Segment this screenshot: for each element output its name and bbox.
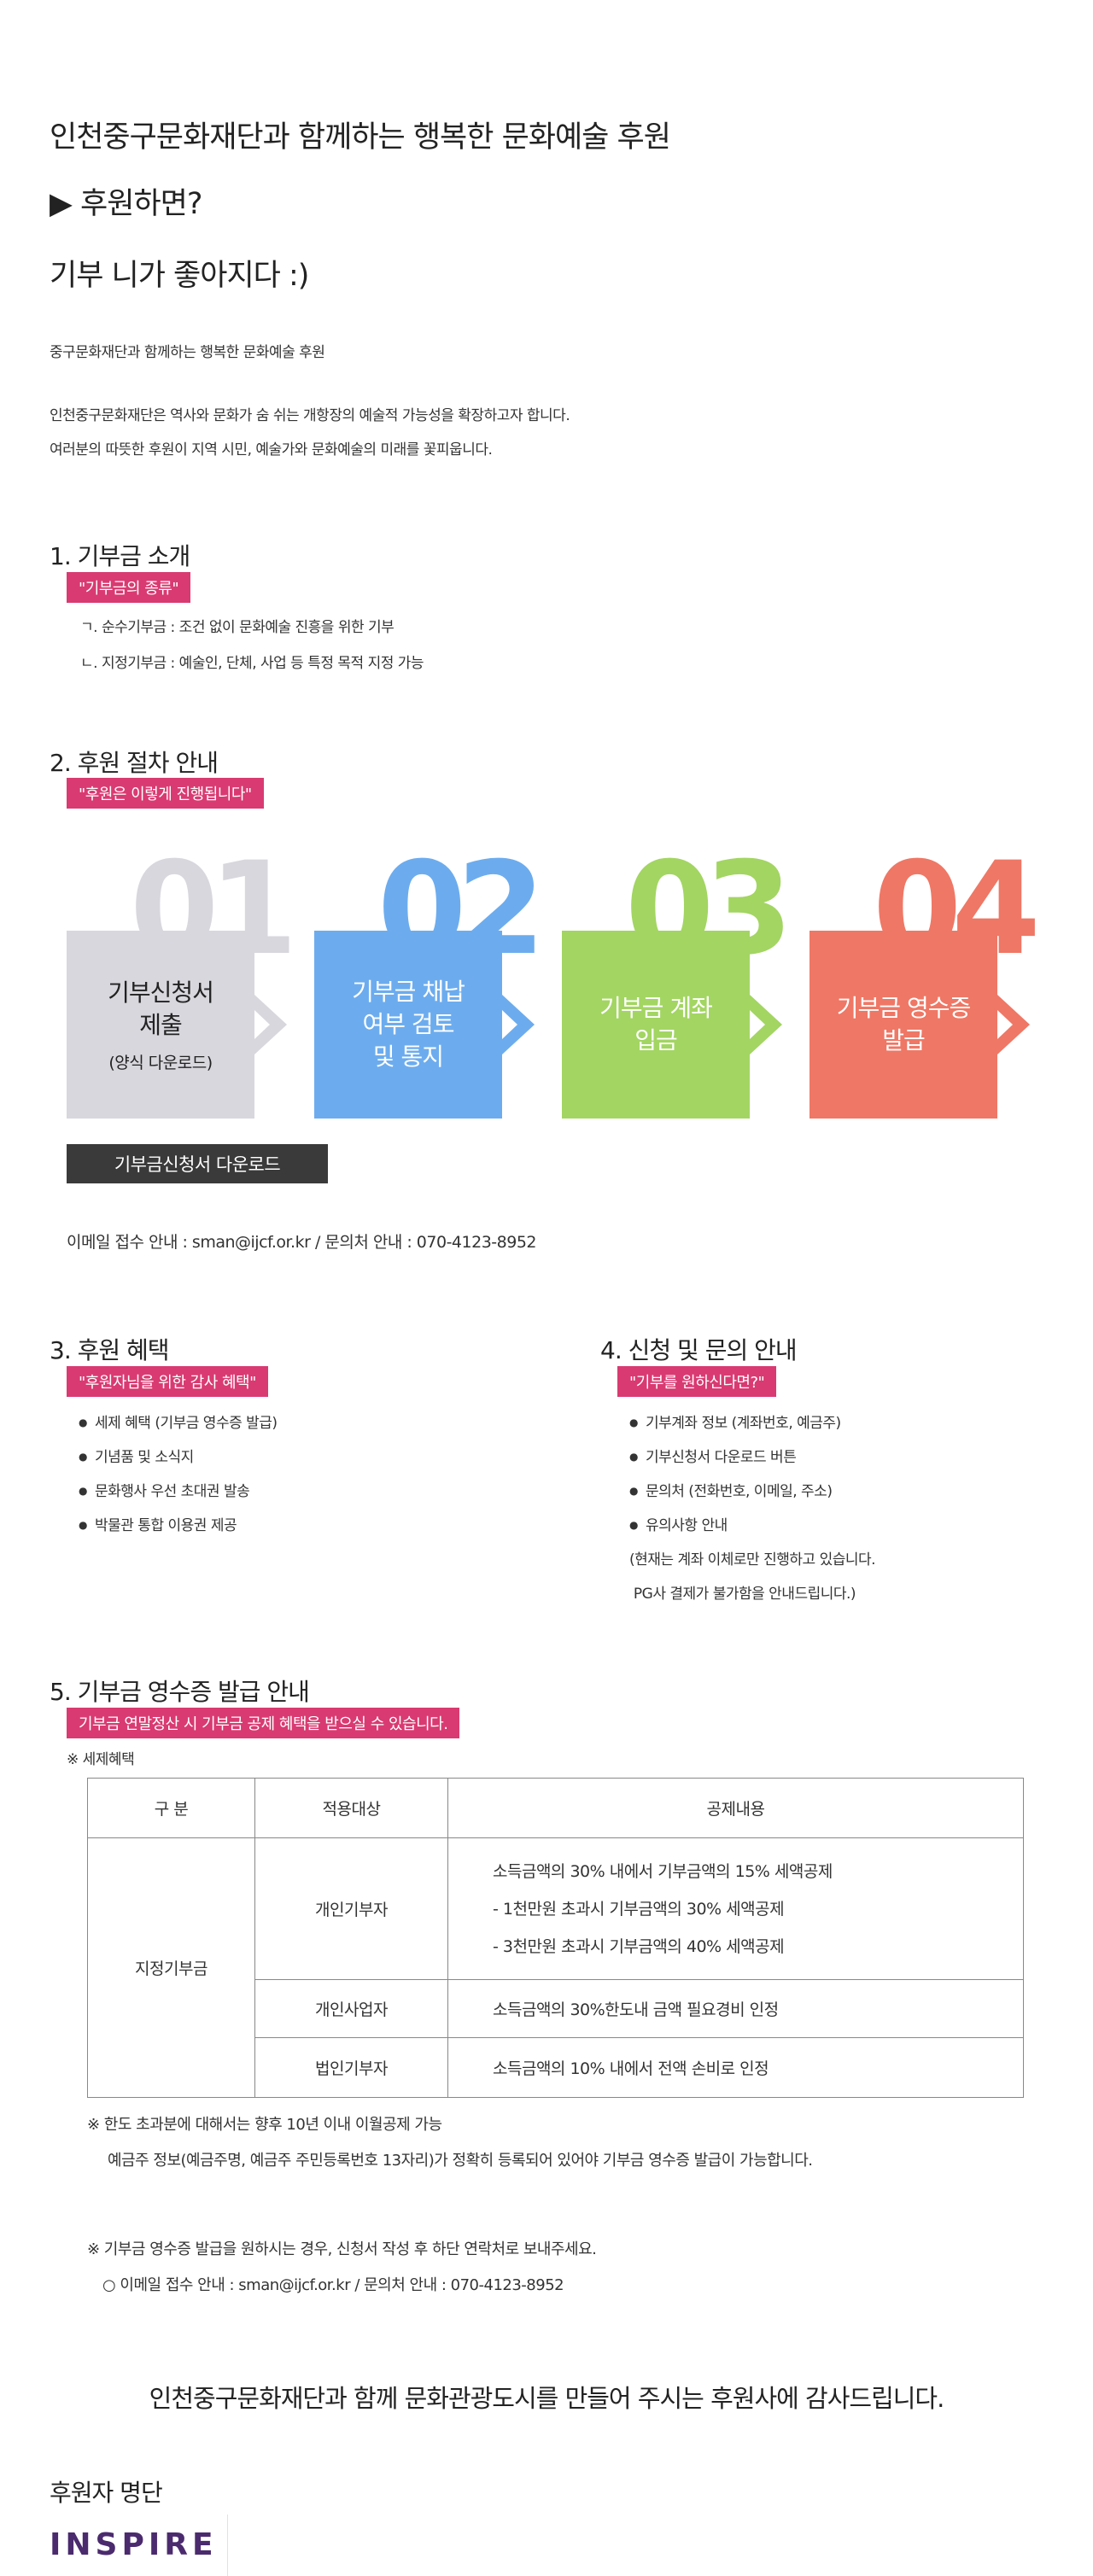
table-target-cell: 개인기부자	[254, 1837, 448, 1980]
receipt-foot-note: ※ 한도 초과분에 대해서는 향후 10년 이내 이월공제 가능	[87, 2116, 442, 2134]
intro-desc-1: 인천중구문화재단은 역사와 문화가 숨 쉬는 개항장의 예술적 가능성을 확장하…	[50, 407, 570, 424]
intro-sub: 중구문화재단과 함께하는 행복한 문화예술 후원	[50, 344, 325, 361]
table-row: 법인기부자 소득금액의 10% 내에서 전액 손비로 인정	[88, 2037, 1024, 2098]
table-row: 지정기부금 개인기부자 소득금액의 30% 내에서 기부금액의 15% 세액공제…	[87, 1837, 1024, 2098]
section-5-tag: 기부금 연말정산 시 기부금 공제 혜택을 받으실 수 있습니다.	[67, 1708, 460, 1738]
section-4-item: 문의처 (전화번호, 이메일, 주소)	[629, 1479, 833, 1500]
section-4-note: (현재는 계좌 이체로만 진행하고 있습니다.	[629, 1551, 876, 1568]
step-box: 기부금 계좌 입금	[562, 931, 750, 1119]
step-title: 기부금 채납 여부 검토 및 통지	[352, 978, 465, 1071]
step-arrow-inner	[502, 1010, 517, 1039]
section-4-item: 기부신청서 다운로드 버튼	[629, 1445, 797, 1466]
section-1-tag: "기부금의 종류"	[67, 572, 191, 603]
tax-benefit-note: ※ 세제혜택	[67, 1751, 135, 1768]
receipt-foot-note: ※ 기부금 영수증 발급을 원하시는 경우, 신청서 작성 후 하단 연락처로 …	[87, 2240, 597, 2258]
table-content-line: - 3천만원 초과시 기부금액의 40% 세액공제	[493, 1936, 785, 1956]
section-4-item: 유의사항 안내	[629, 1513, 728, 1534]
step-sub: (양식 다운로드)	[108, 1053, 213, 1072]
table-group-cell: 지정기부금	[87, 1837, 255, 2098]
section-3-item: 기념품 및 소식지	[79, 1445, 194, 1466]
receipt-foot-note: 예금주 정보(예금주명, 예금주 주민등록번호 13자리)가 정확히 등록되어 …	[108, 2152, 813, 2170]
step-arrow-inner	[750, 1010, 765, 1039]
step-arrow-inner	[254, 1010, 270, 1039]
table-header-cell: 공제내용	[447, 1778, 1024, 1838]
intro-subheading: ▶ 후원하면?	[50, 187, 202, 221]
table-header-cell: 구 분	[87, 1778, 255, 1838]
section-5-title: 5. 기부금 영수증 발급 안내	[50, 1678, 310, 1706]
section-1-item: ㄱ. 순수기부금 : 조건 없이 문화예술 진흥을 위한 기부	[80, 619, 395, 636]
step-title: 기부신청서 제출	[108, 978, 214, 1039]
tax-benefit-table: 구 분 적용대상 공제내용 지정기부금 개인기부자 소득금액의 30% 내에서 …	[87, 1778, 1024, 2098]
step-arrow-inner	[997, 1010, 1013, 1039]
download-application-button[interactable]: 기부금신청서 다운로드	[67, 1144, 328, 1183]
table-header-cell: 적용대상	[254, 1778, 448, 1838]
table-header-row: 구 분 적용대상 공제내용	[87, 1778, 1024, 1838]
procedure-contact: 이메일 접수 안내 : sman@ijcf.or.kr / 문의처 안내 : 0…	[67, 1233, 537, 1252]
intro-heading: 인천중구문화재단과 함께하는 행복한 문화예술 후원	[50, 120, 671, 155]
sponsor-logo-inspire: INSPIRE	[50, 2527, 218, 2562]
table-content-cell: 소득금액의 30%한도내 금액 필요경비 인정	[447, 1979, 1024, 2038]
step-title: 기부금 영수증 발급	[836, 994, 971, 1054]
section-4-item: 기부계좌 정보 (계좌번호, 예금주)	[629, 1411, 841, 1432]
thanks-message: 인천중구문화재단과 함께 문화관광도시를 만들어 주시는 후원사에 감사드립니다…	[149, 2384, 945, 2413]
section-4-tag: "기부를 원하신다면?"	[617, 1366, 777, 1397]
section-2-title: 2. 후원 절차 안내	[50, 749, 219, 777]
sponsor-divider	[227, 2515, 228, 2576]
table-row: 개인사업자 소득금액의 30%한도내 금액 필요경비 인정	[88, 1979, 1024, 2038]
receipt-contact: ○ 이메일 접수 안내 : sman@ijcf.or.kr / 문의처 안내 :…	[102, 2276, 564, 2294]
table-content-line: 소득금액의 30% 내에서 기부금액의 15% 세액공제	[493, 1861, 833, 1881]
section-1-title: 1. 기부금 소개	[50, 542, 190, 570]
table-content-cell: 소득금액의 30% 내에서 기부금액의 15% 세액공제 - 1천만원 초과시 …	[447, 1837, 1024, 1980]
section-4-note: PG사 결제가 불가함을 안내드립니다.)	[629, 1586, 856, 1603]
table-target-cell: 개인사업자	[254, 1979, 448, 2038]
step-box: 기부금 채납 여부 검토 및 통지	[314, 931, 502, 1119]
section-1-item: ㄴ. 지정기부금 : 예술인, 단체, 사업 등 특정 목적 지정 가능	[80, 655, 424, 672]
section-3-item: 세제 혜택 (기부금 영수증 발급)	[79, 1411, 278, 1432]
section-4-title: 4. 신청 및 문의 안내	[600, 1336, 798, 1364]
section-3-item: 문화행사 우선 초대권 발송	[79, 1479, 250, 1500]
table-content-line: - 1천만원 초과시 기부금액의 30% 세액공제	[493, 1899, 785, 1919]
section-2-tag: "후원은 이렇게 진행됩니다"	[67, 778, 264, 809]
table-target-cell: 법인기부자	[254, 2037, 448, 2098]
sponsors-title: 후원자 명단	[50, 2479, 163, 2507]
section-3-item: 박물관 통합 이용권 제공	[79, 1513, 237, 1534]
intro-desc-2: 여러분의 따뜻한 후원이 지역 시민, 예술가와 문화예술의 미래를 꽃피웁니다…	[50, 441, 493, 459]
step-title: 기부금 계좌 입금	[599, 994, 713, 1054]
table-content-cell: 소득금액의 10% 내에서 전액 손비로 인정	[447, 2037, 1024, 2098]
step-box: 기부금 영수증 발급	[810, 931, 997, 1119]
section-3-tag: "후원자님을 위한 감사 혜택"	[67, 1366, 268, 1397]
intro-slogan: 기부 니가 좋아지다 :)	[50, 259, 309, 293]
step-box: 기부신청서 제출 (양식 다운로드)	[67, 931, 254, 1119]
section-3-title: 3. 후원 혜택	[50, 1336, 170, 1364]
